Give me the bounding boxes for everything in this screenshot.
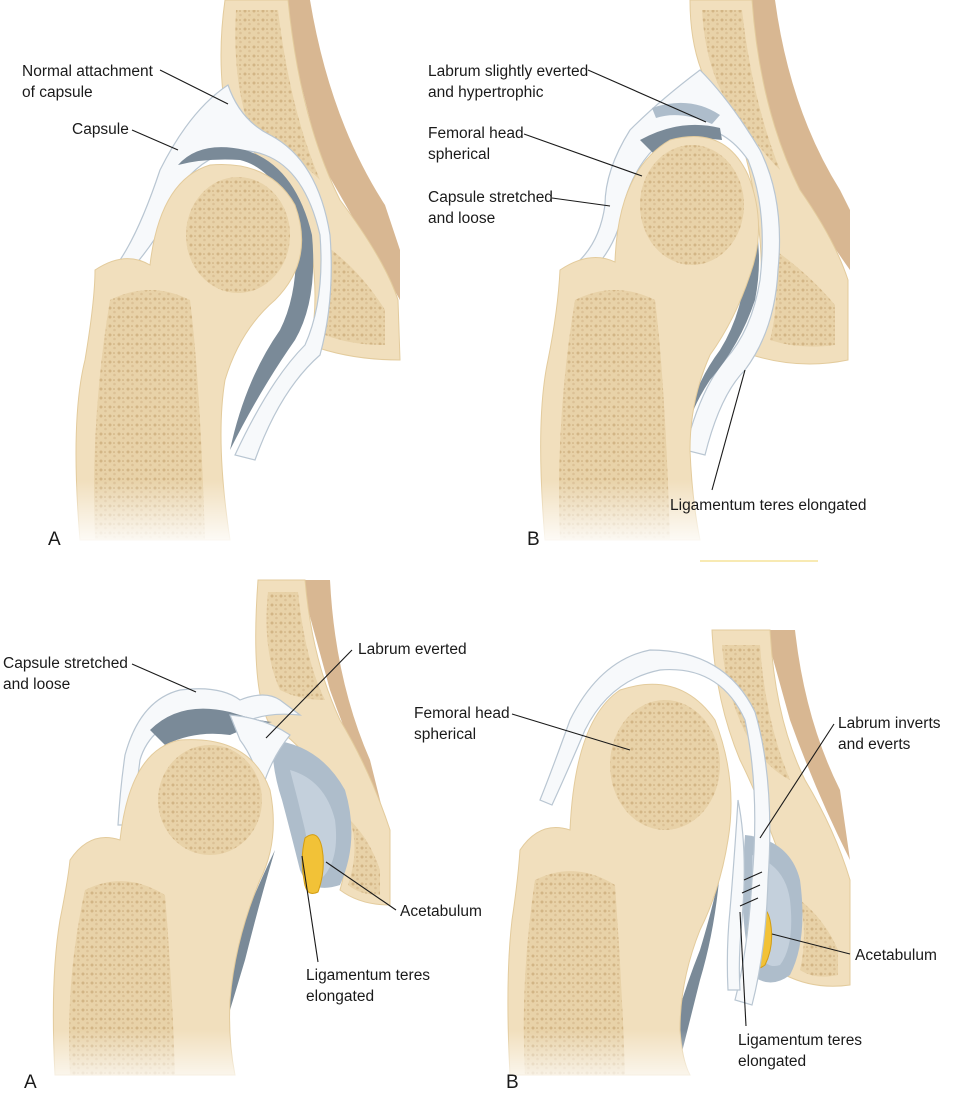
leader-normal-attachment	[160, 70, 228, 104]
femur	[541, 137, 759, 540]
label-labrum-line1: Labrum slightly everted	[428, 63, 588, 80]
panel-bottom-right: Femoral head spherical Labrum inverts an…	[414, 630, 941, 1094]
leader-capsule	[552, 198, 610, 206]
femoral-head	[640, 145, 744, 265]
femur	[53, 740, 273, 1075]
leader-capsule	[132, 130, 178, 150]
label-capsule-text: Capsule	[72, 121, 129, 138]
label-labrum-line1: Labrum inverts	[838, 715, 941, 732]
label-normal-attachment: Normal attachment of capsule	[22, 63, 228, 104]
panel-top-right: Labrum slightly everted and hypertrophic…	[428, 0, 870, 561]
label-ligamentum-line1: Ligamentum teres	[306, 967, 430, 984]
label-ligamentum-line2: elongated	[738, 1053, 806, 1070]
label-labrum-line2: and everts	[838, 736, 911, 753]
label-normal-attachment-line2: of capsule	[22, 84, 93, 101]
label-normal-attachment-line1: Normal attachment	[22, 63, 154, 80]
label-capsule: Capsule stretched and loose	[3, 655, 196, 693]
leader-capsule	[132, 664, 196, 692]
label-capsule-line2: and loose	[428, 210, 495, 227]
panel-top-left: Normal attachment of capsule Capsule A	[22, 0, 420, 550]
label-capsule-line1: Capsule stretched	[3, 655, 128, 672]
label-labrum-line2: and hypertrophic	[428, 84, 544, 101]
panel-bottom-left: Capsule stretched and loose Labrum evert…	[3, 580, 482, 1094]
label-femoral-head-line2: spherical	[428, 146, 490, 163]
label-ligamentum-text: Ligamentum teres elongated	[670, 497, 866, 514]
label-capsule: Capsule stretched and loose	[428, 189, 610, 227]
label-capsule: Capsule	[72, 121, 178, 150]
femur	[508, 684, 731, 1075]
label-femoral-head-line1: Femoral head	[414, 705, 510, 722]
label-ligamentum-line2: elongated	[306, 988, 374, 1005]
panel-letter-bottom-right: B	[506, 1072, 519, 1093]
panel-letter-bottom-left: A	[24, 1072, 37, 1093]
panel-letter-top-right: B	[527, 529, 540, 550]
label-capsule-line2: and loose	[3, 676, 70, 693]
label-femoral-head: Femoral head spherical	[428, 125, 642, 176]
femoral-head	[158, 745, 262, 855]
label-acetabulum-text: Acetabulum	[855, 947, 937, 964]
femoral-head	[186, 177, 290, 293]
fat-pad	[302, 835, 323, 894]
label-ligamentum-line1: Ligamentum teres	[738, 1032, 862, 1049]
panel-letter-top-left: A	[48, 529, 61, 550]
label-femoral-head-line1: Femoral head	[428, 125, 524, 142]
label-capsule-line1: Capsule stretched	[428, 189, 553, 206]
label-labrum-text: Labrum everted	[358, 641, 467, 658]
label-acetabulum-text: Acetabulum	[400, 903, 482, 920]
label-femoral-head-line2: spherical	[414, 726, 476, 743]
femoral-head	[610, 700, 720, 830]
